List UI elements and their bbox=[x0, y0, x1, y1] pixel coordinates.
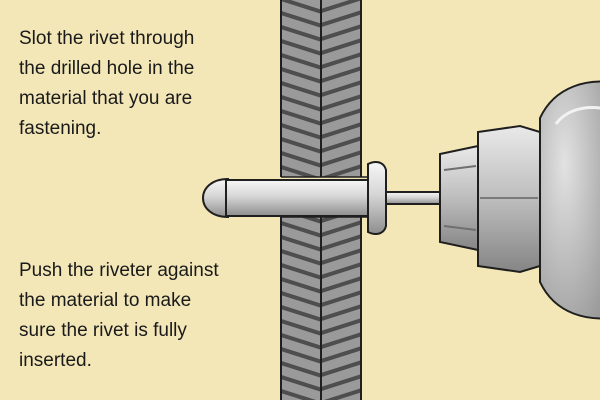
rivet-flange bbox=[367, 161, 387, 235]
riveter-tool bbox=[439, 80, 600, 320]
riveter-nose-tip bbox=[439, 144, 479, 252]
instruction-push-riveter: Push the riveter against the material to… bbox=[19, 260, 219, 371]
rivet-head-dome bbox=[201, 177, 229, 219]
instruction-slot-rivet: Slot the rivet through the drilled hole … bbox=[19, 28, 195, 139]
rivet bbox=[201, 161, 449, 235]
riveter-body bbox=[539, 80, 600, 320]
rivet-body bbox=[225, 179, 373, 217]
rivet-mandrel bbox=[385, 191, 449, 205]
